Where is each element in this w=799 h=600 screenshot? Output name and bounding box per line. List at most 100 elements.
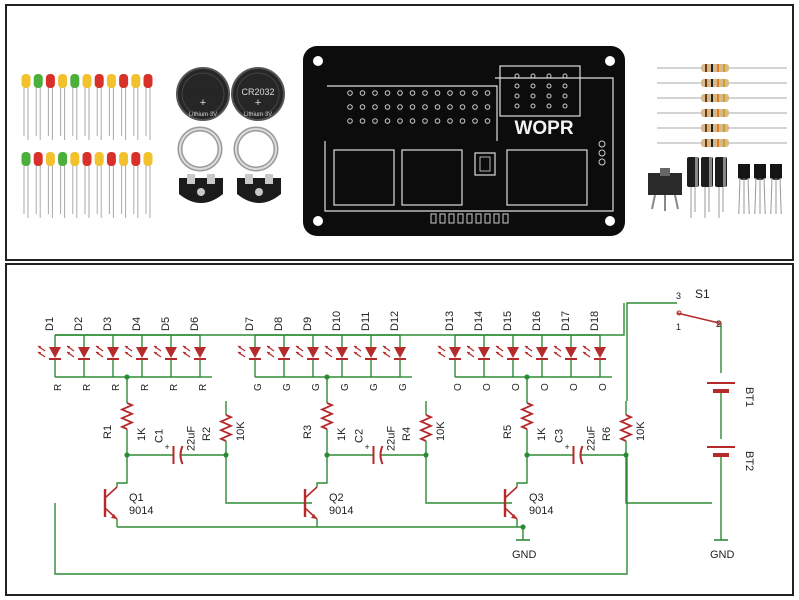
pcb-pad [384,118,391,124]
diode-triangle [565,347,577,358]
transistor-collector [104,486,118,499]
collector-resistor-value: 1K [536,427,548,441]
arrow-head [67,346,70,355]
led-symbol [495,345,519,360]
led-value-label: O [598,383,609,391]
pcb-pad [447,118,453,124]
diode-triangle [594,347,606,358]
capacitor-polarity: + [565,442,570,452]
led-value-label: R [53,384,64,391]
battery-holder-1 [179,174,223,203]
pcb-pad [514,103,520,109]
pcb-pad [359,118,366,124]
led-symbol [182,345,206,360]
emission-arrows [124,345,133,358]
parts-photo: CR2032 + Lithium 3V CR2032 + Lithium 3V [21,46,787,236]
switch-symbol [676,310,722,326]
wire [625,455,712,504]
junction-dot [124,452,130,458]
led-ref-label: D13 [444,311,456,331]
led-ref-label: D12 [389,311,401,331]
led-component [33,152,43,218]
pcb-pad [397,90,403,96]
transistor-ref: Q3 [529,492,544,504]
arrow-head [125,346,128,355]
led-ref-label: D9 [302,317,314,331]
pcb-pad [372,104,378,110]
arrow-head [525,346,528,355]
led-component [106,74,116,140]
slide-switch [648,168,682,211]
led-symbol [437,345,461,360]
emission-arrows [182,345,191,358]
arrow-head [438,346,441,355]
wires [54,302,728,575]
collector-resistor-value: 1K [336,427,348,441]
collector-resistor-value: 1K [136,427,148,441]
capacitor-plate-curved [379,445,384,465]
diode-triangle [365,347,377,358]
led-symbol [324,345,348,360]
led-component [143,152,153,218]
emission-arrows [237,345,246,358]
pcb-header-pin [430,213,437,224]
base-resistor-ref: R4 [401,427,413,441]
transistor-component [738,164,750,215]
led-value-label: G [311,383,322,391]
pcb-pad [562,103,568,109]
led-symbol [37,345,61,360]
led-component [143,74,153,140]
capacitor-ref: C1 [154,429,166,443]
gnd-label-right: GND [710,549,735,561]
diode-triangle [136,347,148,358]
resistor-symbol [618,414,634,442]
pcb-pad [546,103,552,109]
led-ref-label: D6 [189,317,201,331]
led-component [45,152,55,218]
wire [225,455,312,504]
led-value-label: O [511,383,522,391]
capacitor-value: 22uF [586,426,598,451]
transistor-ref: Q2 [329,492,344,504]
led-ref-label: D3 [102,317,114,331]
arrow-head [383,346,386,355]
led-component [106,152,116,218]
led-value-label: G [398,383,409,391]
switch-contact [676,310,682,316]
resistor-component [657,79,787,87]
resistor-component [657,64,787,72]
capacitor-component [701,157,713,218]
emission-arrows [524,345,533,358]
pcb-header-pin [475,213,482,224]
pcb-pad [459,104,466,110]
led-symbol [95,345,119,360]
pcb-pad [546,73,552,79]
capacitor-ref: C2 [354,429,366,443]
led-value-label: R [198,384,209,391]
pcb-pad [562,73,568,79]
led-symbol [466,345,490,360]
resistor-component [657,109,787,117]
battery-ref-1: BT1 [743,387,755,407]
switch-s1: S1 3 1 2 [676,287,721,332]
resistor-symbol [519,402,535,430]
gnd-label-left: GND [512,549,537,561]
led-symbol [582,345,606,360]
led-value-label: G [282,383,293,391]
pcb-header-pin [484,213,491,224]
pcb-pad [447,104,453,110]
pcb-header-pin [439,213,446,224]
led-value-label: G [253,383,264,391]
transistor-ref: Q1 [129,492,144,504]
led-value-label: R [82,384,93,391]
pcb-pad [459,118,466,124]
pcb-pad [514,73,520,79]
pcb-header-pin [448,213,455,224]
coin-cell-sublabel: Lithium 3V [189,112,217,118]
diode-triangle [165,347,177,358]
pcb-pad [409,90,416,96]
led-ref-label: D1 [44,317,56,331]
arrow-head [96,346,99,355]
